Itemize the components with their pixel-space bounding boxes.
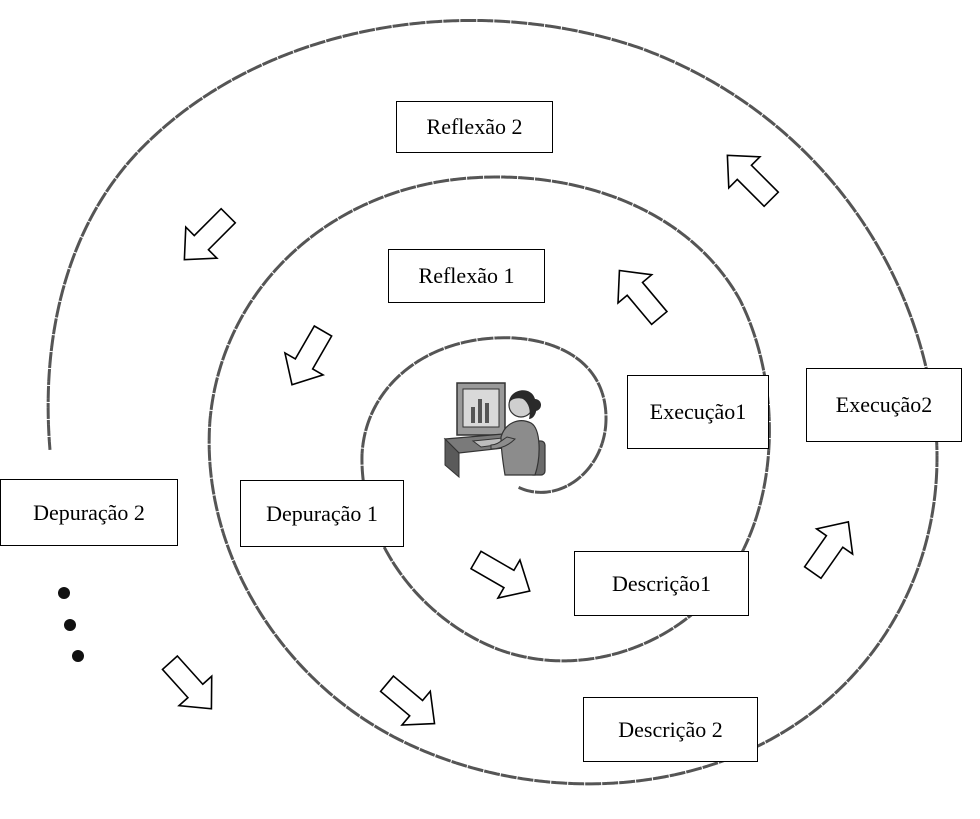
stage-depuracao-1: Depuração 1 (240, 480, 404, 547)
continuation-dots (58, 587, 84, 662)
stage-execucao-2: Execução2 (806, 368, 962, 442)
arrow-reflexao2-to-depuracao2 (183, 207, 237, 261)
stage-label: Descrição 2 (618, 716, 723, 742)
stage-descricao-1: Descrição1 (574, 551, 749, 616)
stage-label: Execução1 (649, 399, 747, 424)
stage-execucao-1: Execução1 (627, 375, 769, 449)
arrow-depuracao1-to-descricao2 (379, 674, 436, 726)
arrow-depuracao1-to-descricao1 (469, 550, 531, 600)
arrow-execucao1-to-reflexao1 (617, 269, 669, 326)
stage-reflexao-1: Reflexão 1 (388, 249, 545, 303)
stage-label: Descrição1 (612, 570, 711, 596)
stage-label: Depuração 2 (33, 499, 145, 525)
arrow-depuracao2-to-descricao2-left (161, 654, 213, 710)
arrow-descricao2-to-execucao2 (803, 520, 854, 580)
spiral-path (46, 19, 939, 786)
person-at-computer-icon (443, 382, 546, 479)
arrow-reflexao1-to-depuracao1 (283, 324, 333, 386)
stage-label: Depuração 1 (266, 500, 378, 526)
stage-label: Execução2 (835, 392, 933, 417)
stage-label: Reflexão 2 (426, 114, 523, 139)
stage-label: Reflexão 1 (418, 263, 515, 288)
stage-reflexao-2: Reflexão 2 (396, 101, 553, 153)
stage-descricao-2: Descrição 2 (583, 697, 758, 762)
arrow-execucao2-to-reflexao2 (726, 154, 780, 208)
stage-depuracao-2: Depuração 2 (0, 479, 178, 546)
